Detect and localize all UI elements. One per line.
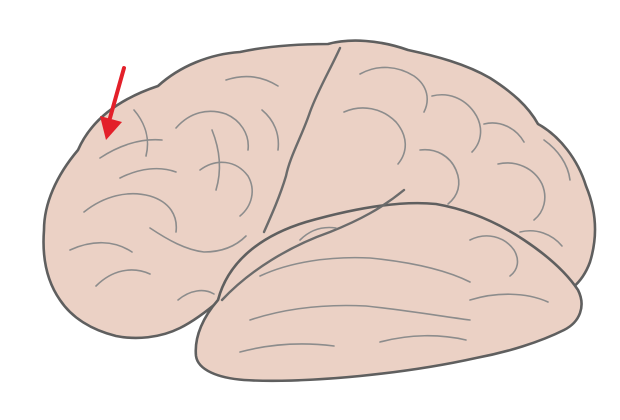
arrow-head-icon [100,116,122,140]
lateral-fissure [220,188,406,302]
cortical-sulci [69,66,571,353]
arrow-shaft [108,66,126,120]
central-sulcus [262,46,342,234]
arrow-indicator [100,66,126,140]
